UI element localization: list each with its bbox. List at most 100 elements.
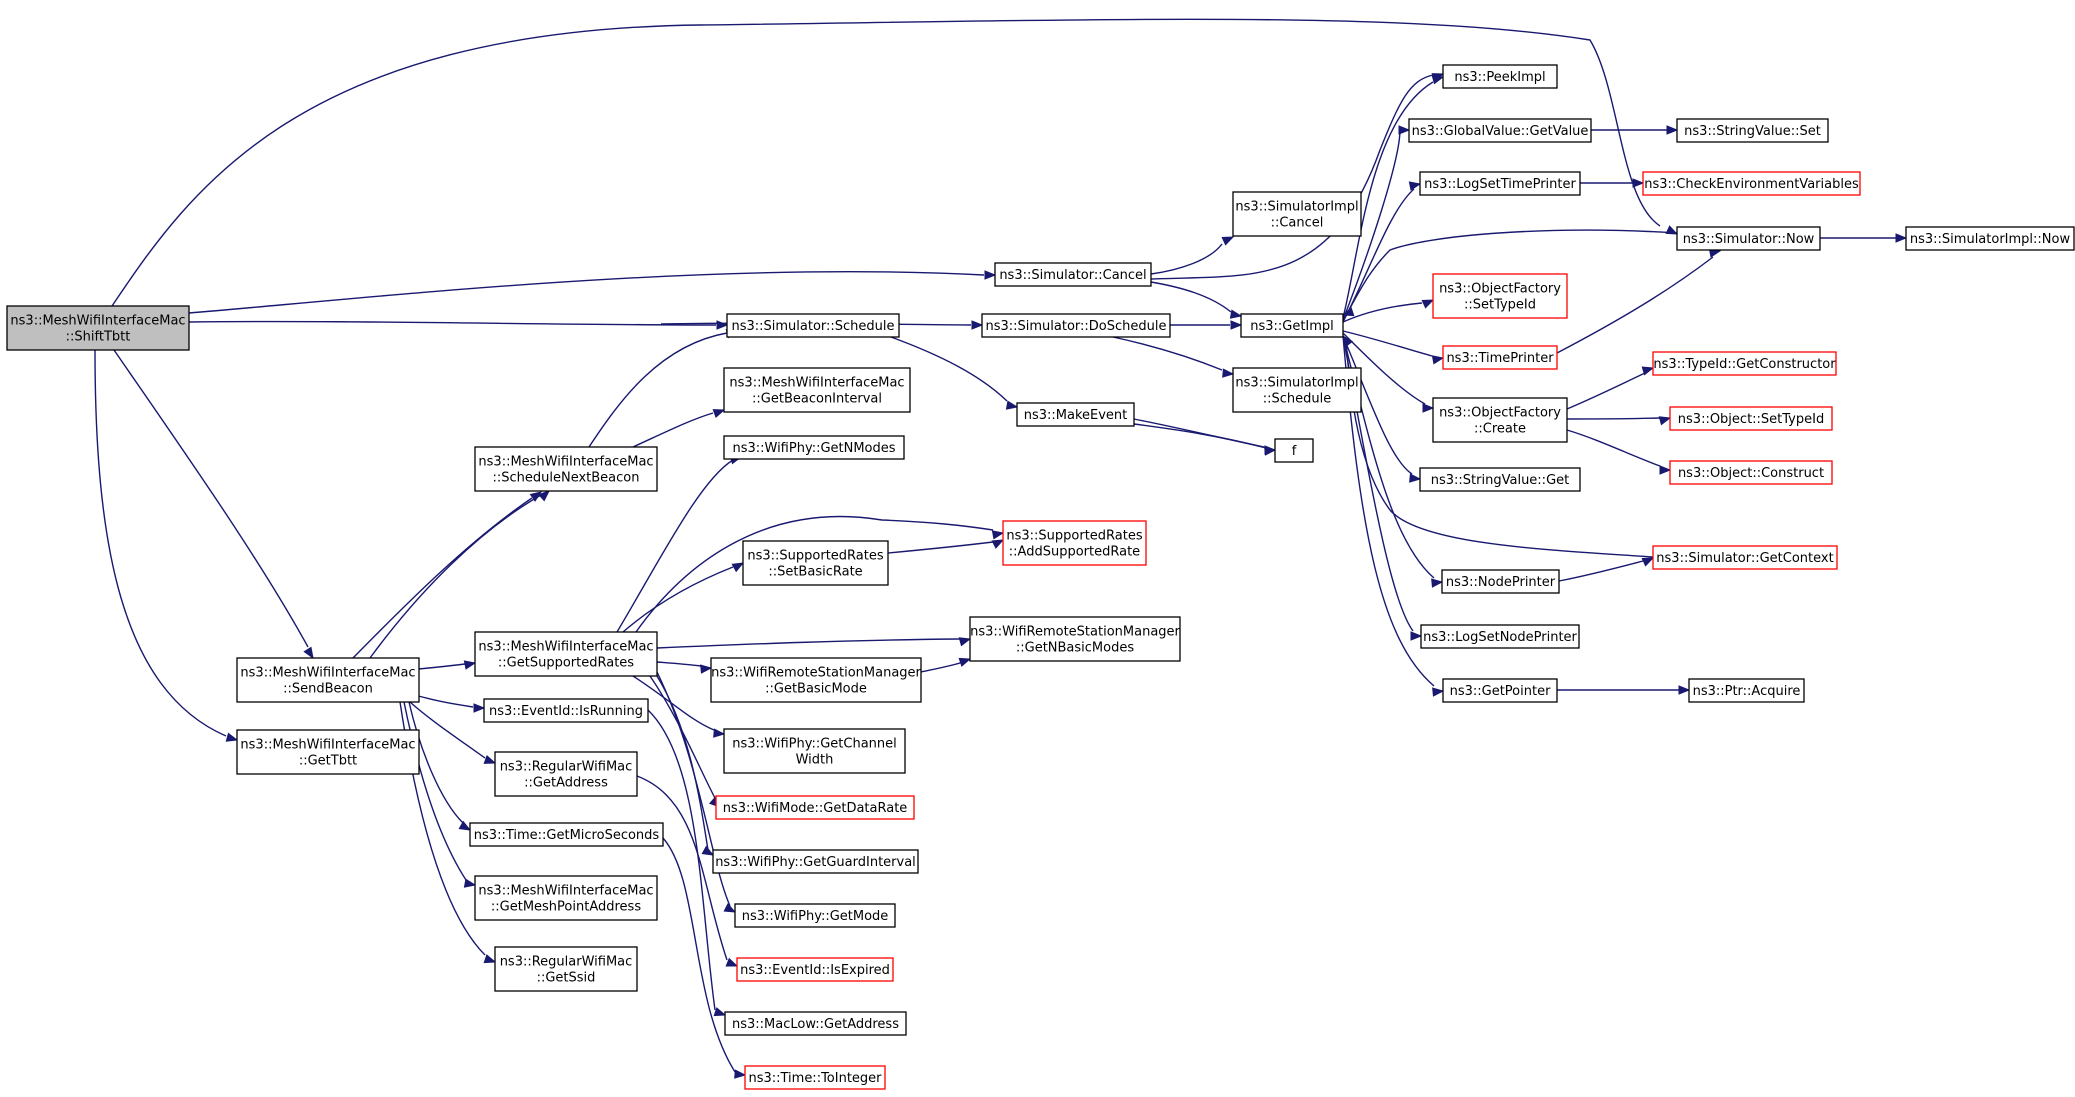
node-object-construct[interactable]: ns3::Object::Construct <box>1669 460 1833 485</box>
call-edge <box>1566 429 1672 475</box>
node-label: ns3::EventId::IsRunning <box>489 704 643 719</box>
call-edge <box>1169 320 1243 330</box>
arrowhead-icon <box>958 657 972 667</box>
node-get-guard[interactable]: ns3::WifiPhy::GetGuardInterval <box>712 849 919 874</box>
node-object-settypeid[interactable]: ns3::Object::SetTypeId <box>1669 406 1833 431</box>
node-label: ns3::SimulatorImpl <box>1235 376 1358 391</box>
node-sim-schedule[interactable]: ns3::Simulator::Schedule <box>726 313 900 338</box>
node-make-event[interactable]: ns3::MakeEvent <box>1016 402 1135 427</box>
node-sim-doschedule[interactable]: ns3::Simulator::DoSchedule <box>981 313 1171 338</box>
node-ptr-acquire[interactable]: ns3::Ptr::Acquire <box>1688 678 1805 703</box>
node-time-tointeger[interactable]: ns3::Time::ToInteger <box>744 1065 886 1090</box>
node-sim-getcontext[interactable]: ns3::Simulator::GetContext <box>1652 545 1838 570</box>
node-get-impl[interactable]: ns3::GetImpl <box>1240 313 1344 338</box>
call-edge <box>417 695 486 713</box>
call-edge <box>1342 330 1445 365</box>
node-get-pointer[interactable]: ns3::GetPointer <box>1442 678 1558 703</box>
node-label: ::ShiftTbtt <box>66 330 131 345</box>
node-get-supported-rates[interactable]: ns3::MeshWifiInterfaceMac::GetSupportedR… <box>474 631 658 677</box>
node-stringvalue-set[interactable]: ns3::StringValue::Set <box>1676 118 1829 143</box>
node-label: ns3::Object::Construct <box>1678 466 1824 481</box>
node-simimpl-now[interactable]: ns3::SimulatorImpl::Now <box>1905 226 2075 251</box>
node-simimpl-cancel[interactable]: ns3::SimulatorImpl::Cancel <box>1232 191 1362 237</box>
node-regular-getaddress[interactable]: ns3::RegularWifiMac::GetAddress <box>494 751 638 797</box>
node-f[interactable]: f <box>1274 438 1314 463</box>
node-box <box>1652 351 1837 376</box>
node-peek-impl[interactable]: ns3::PeekImpl <box>1442 64 1558 89</box>
edge-line <box>1342 335 1413 475</box>
call-edge <box>1112 336 1235 378</box>
node-get-nmodes[interactable]: ns3::WifiPhy::GetNModes <box>723 435 905 460</box>
node-node-printer[interactable]: ns3::NodePrinter <box>1441 569 1560 594</box>
node-log-set-time-printer[interactable]: ns3::LogSetTimePrinter <box>1419 171 1581 196</box>
node-add-supported-rate[interactable]: ns3::SupportedRates::AddSupportedRate <box>1002 520 1147 566</box>
edge-line <box>887 541 994 554</box>
call-edge <box>1556 248 1722 354</box>
edge-line <box>352 497 533 659</box>
arrowhead-icon <box>1342 334 1354 348</box>
node-box <box>1688 678 1805 703</box>
node-set-basic-rate[interactable]: ns3::SupportedRates::SetBasicRate <box>742 540 889 586</box>
node-of-create[interactable]: ns3::ObjectFactory::Create <box>1432 397 1568 443</box>
node-label: ns3::TimePrinter <box>1446 351 1554 366</box>
node-get-basic-mode[interactable]: ns3::WifiRemoteStationManager::GetBasicM… <box>710 657 922 703</box>
node-box <box>715 795 915 820</box>
arrowhead-icon <box>483 954 497 964</box>
node-box <box>236 657 420 703</box>
node-get-mode[interactable]: ns3::WifiPhy::GetMode <box>734 903 896 928</box>
node-eventid-isrunning[interactable]: ns3::EventId::IsRunning <box>483 698 649 723</box>
node-label: ns3::MeshWifiInterfaceMac <box>240 666 415 681</box>
arrowhead-icon <box>723 903 737 913</box>
node-schedule-next-beacon[interactable]: ns3::MeshWifiInterfaceMac::ScheduleNextB… <box>474 446 658 492</box>
node-time-printer[interactable]: ns3::TimePrinter <box>1442 345 1558 370</box>
node-of-settypeid[interactable]: ns3::ObjectFactory::SetTypeId <box>1432 273 1568 319</box>
arrowhead-icon <box>731 562 745 573</box>
node-label: ::GetMeshPointAddress <box>491 900 641 915</box>
edge-line <box>636 775 728 961</box>
node-get-nbasic-modes[interactable]: ns3::WifiRemoteStationManager::GetNBasic… <box>969 616 1181 662</box>
call-edge <box>635 515 1005 633</box>
node-box <box>1432 273 1568 319</box>
call-edge <box>1133 423 1277 456</box>
arrowhead-icon <box>1230 320 1243 330</box>
node-shifttbtt[interactable]: ns3::MeshWifiInterfaceMac::ShiftTbtt <box>6 305 190 351</box>
node-global-getvalue[interactable]: ns3::GlobalValue::GetValue <box>1408 118 1592 143</box>
node-get-micro[interactable]: ns3::Time::GetMicroSeconds <box>469 822 664 847</box>
arrowhead-icon <box>713 1007 727 1017</box>
arrowhead-icon <box>1229 309 1243 319</box>
node-log-set-node-printer[interactable]: ns3::LogSetNodePrinter <box>1420 624 1580 649</box>
node-get-tbtt[interactable]: ns3::MeshWifiInterfaceMac::GetTbtt <box>236 729 420 775</box>
node-regular-getssid[interactable]: ns3::RegularWifiMac::GetSsid <box>494 946 638 992</box>
node-label: ns3::GetImpl <box>1250 319 1334 334</box>
arrowhead-icon <box>1666 125 1679 135</box>
node-sim-cancel[interactable]: ns3::Simulator::Cancel <box>994 262 1152 287</box>
node-stringvalue-get[interactable]: ns3::StringValue::Get <box>1419 467 1581 492</box>
node-sim-now[interactable]: ns3::Simulator::Now <box>1676 226 1821 251</box>
node-box <box>1652 545 1838 570</box>
arrowhead-icon <box>725 957 739 967</box>
call-edge <box>369 490 551 659</box>
node-label: ns3::MeshWifiInterfaceMac <box>478 884 653 899</box>
node-maclow-getaddress[interactable]: ns3::MacLow::GetAddress <box>724 1011 907 1036</box>
node-label: ns3::StringValue::Set <box>1684 124 1821 139</box>
edge-line <box>1345 337 1654 558</box>
node-get-beacon-interval[interactable]: ns3::MeshWifiInterfaceMac::GetBeaconInte… <box>723 367 911 413</box>
node-box <box>1676 118 1829 143</box>
node-send-beacon[interactable]: ns3::MeshWifiInterfaceMac::SendBeacon <box>236 657 420 703</box>
node-simimpl-schedule[interactable]: ns3::SimulatorImpl::Schedule <box>1232 367 1362 413</box>
arrowhead-icon <box>303 646 314 660</box>
arrowhead-icon <box>700 664 713 674</box>
node-get-meshpoint[interactable]: ns3::MeshWifiInterfaceMac::GetMeshPointA… <box>474 875 658 921</box>
arrowhead-icon <box>991 539 1005 549</box>
call-edge <box>188 270 997 314</box>
node-label: f <box>1292 444 1297 459</box>
node-eventid-isexpired[interactable]: ns3::EventId::IsExpired <box>736 957 894 982</box>
node-get-datarate[interactable]: ns3::WifiMode::GetDataRate <box>715 795 915 820</box>
node-box <box>742 540 889 586</box>
node-check-env[interactable]: ns3::CheckEnvironmentVariables <box>1642 171 1861 196</box>
call-edge <box>632 675 726 738</box>
node-typeid-getconstructor[interactable]: ns3::TypeId::GetConstructor <box>1652 351 1837 376</box>
edge-line <box>111 18 1661 307</box>
